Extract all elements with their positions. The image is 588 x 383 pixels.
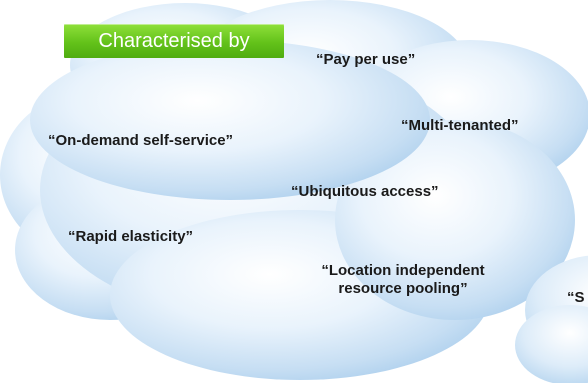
term-location-independent-resource-pooling: “Location independent resource pooling” <box>278 262 528 298</box>
term-ubiquitous-access: “Ubiquitous access” <box>291 183 439 200</box>
term-location-line-1: “Location independent <box>321 262 485 279</box>
term-location-line-2: resource pooling” <box>338 280 468 297</box>
term-rapid-elasticity: “Rapid elasticity” <box>68 228 194 245</box>
term-on-demand-self-service: “On-demand self-service” <box>48 132 234 149</box>
characterised-by-badge: Characterised by <box>64 24 284 58</box>
term-multi-tenanted: “Multi-tenanted” <box>401 117 519 134</box>
term-pay-per-use: “Pay per use” <box>316 51 416 68</box>
right-cloud-puff <box>515 255 588 383</box>
term-cut-off-partial: “S <box>567 289 585 306</box>
